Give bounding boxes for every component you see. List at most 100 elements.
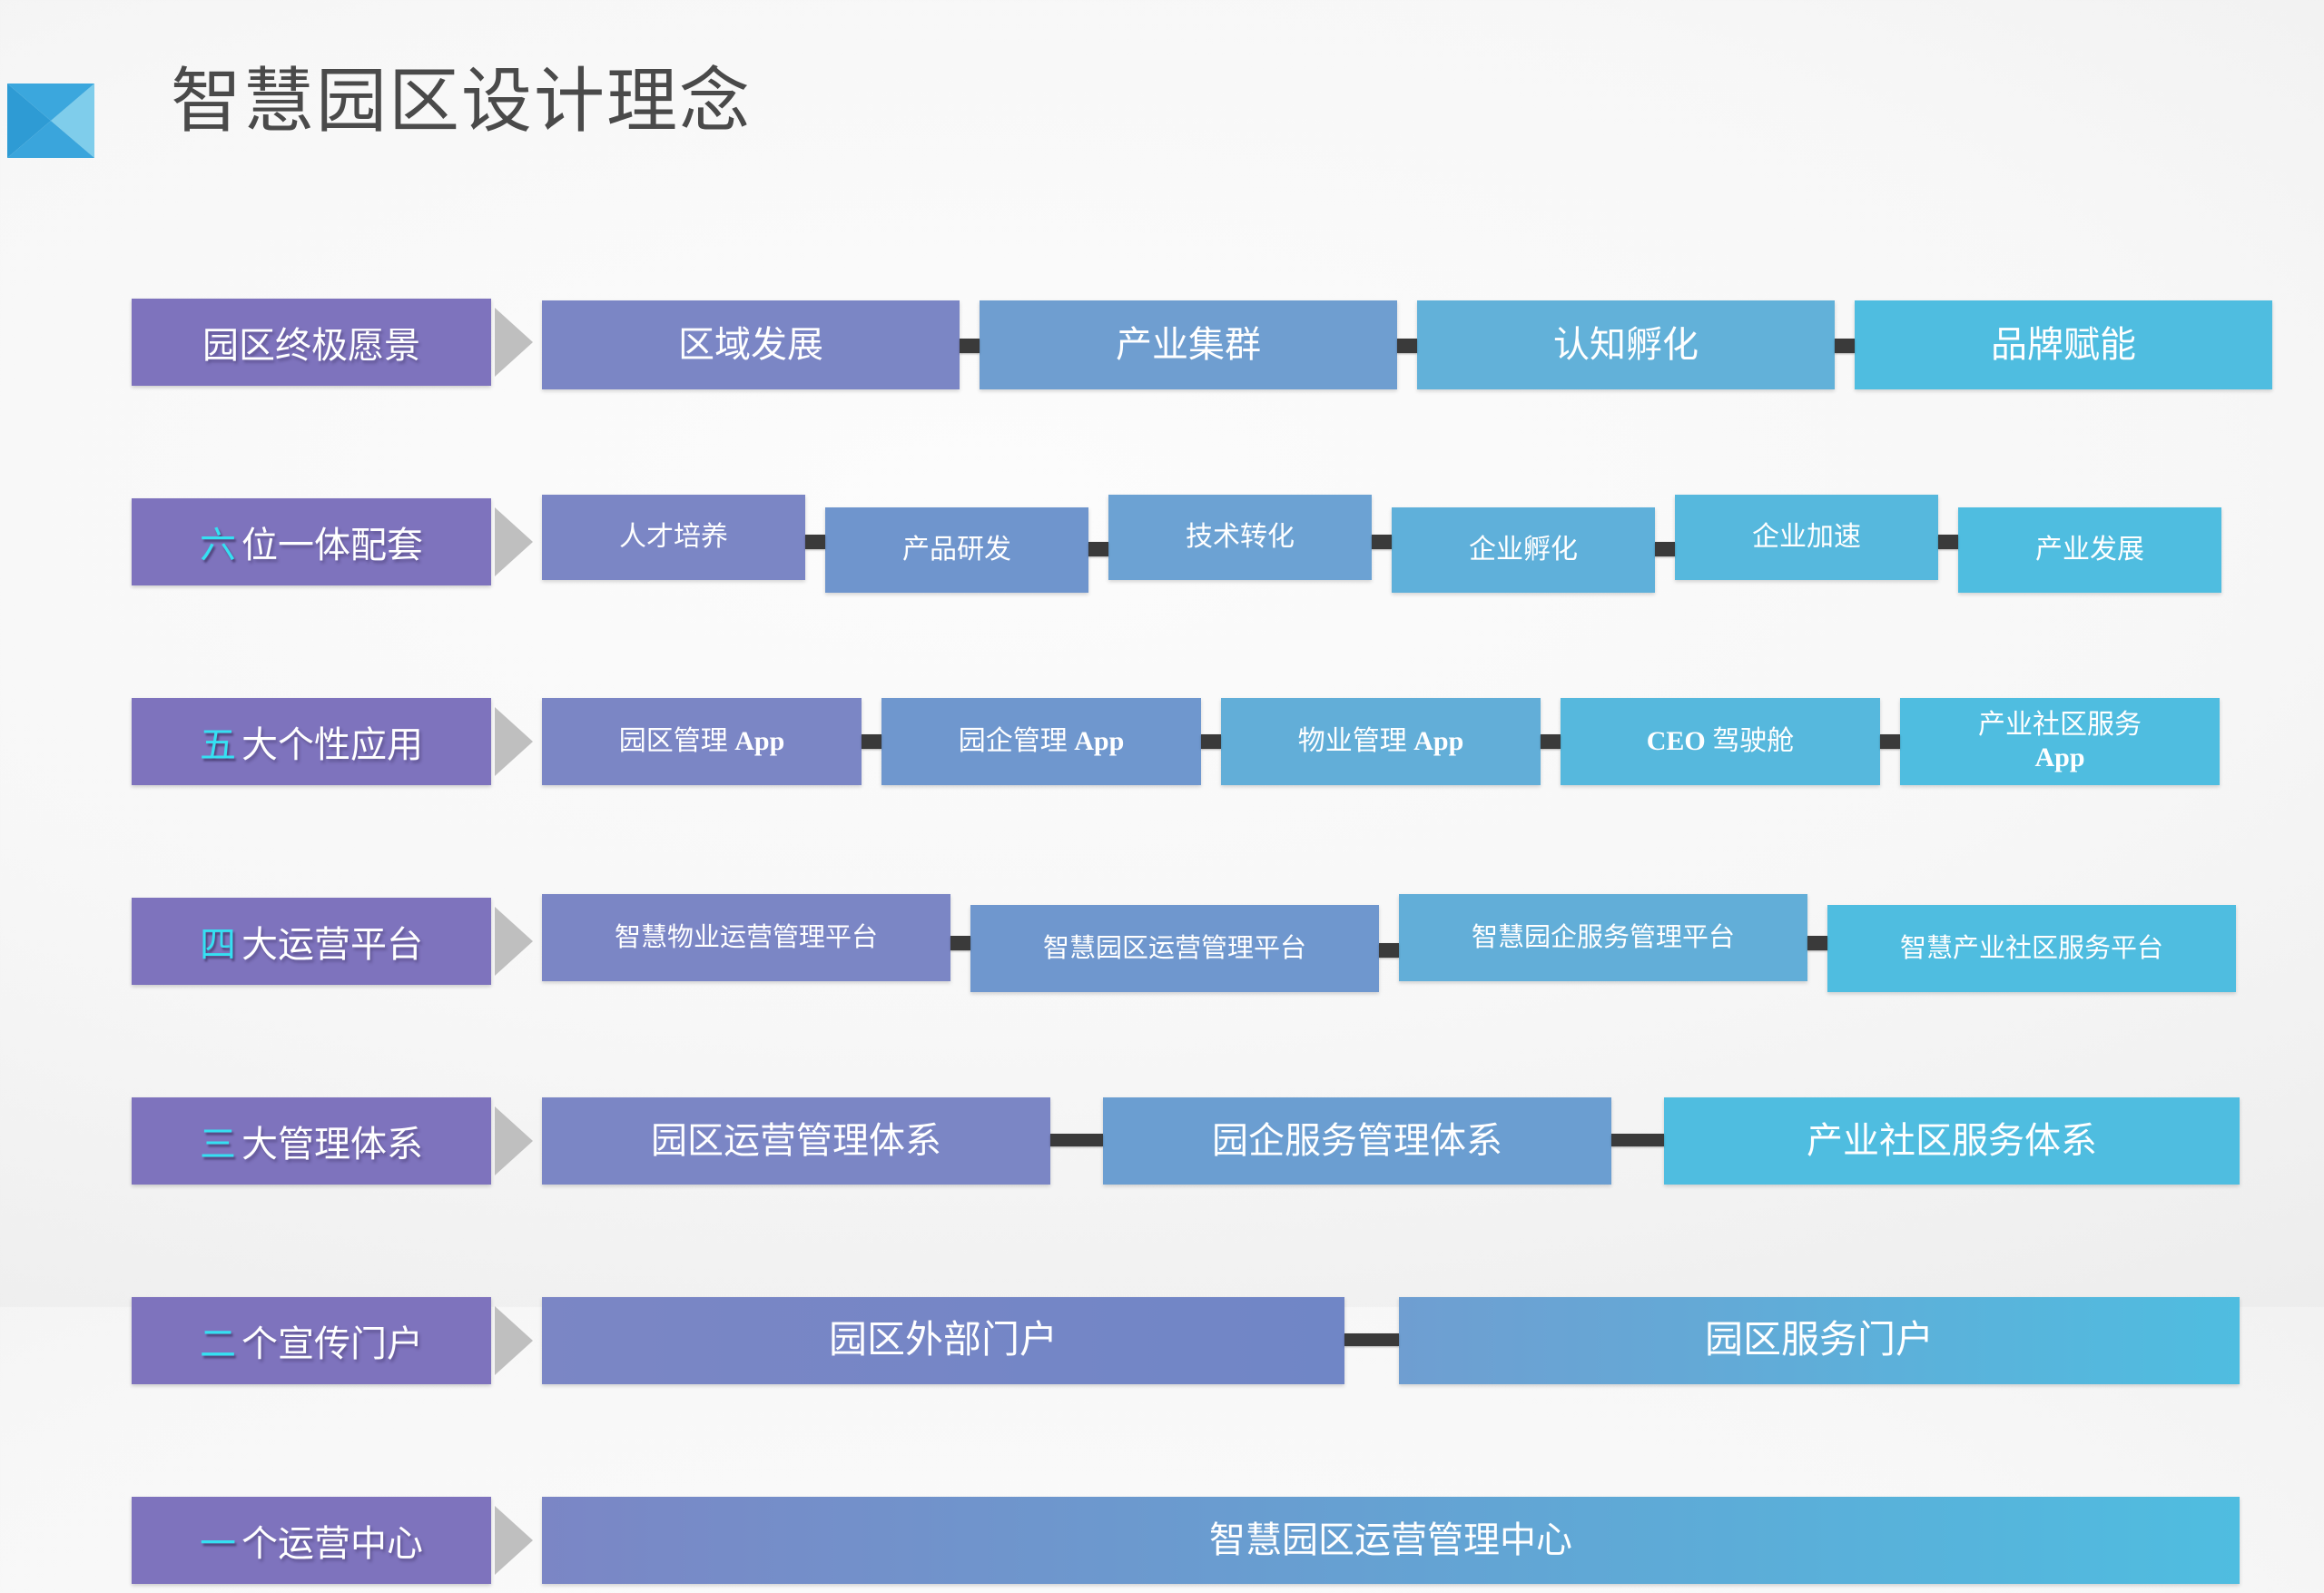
box-connector	[1807, 936, 1827, 950]
diagram-box[interactable]: 物业管理 App	[1221, 698, 1541, 785]
box-connector	[1050, 1134, 1103, 1146]
chevron-right-icon	[495, 308, 533, 377]
chevron-right-icon	[495, 1506, 533, 1575]
diagram-box-label: 产业社区服务体系	[1807, 1120, 2097, 1161]
diagram-box-label: 园企服务管理体系	[1212, 1120, 1502, 1161]
diagram-box[interactable]: 产业集群	[980, 300, 1397, 389]
row-label-text: 大个性应用	[241, 724, 423, 765]
row-label-text: 个运营中心	[241, 1523, 423, 1564]
box-connector	[1088, 542, 1108, 556]
diagram-box[interactable]: 园企管理 App	[881, 698, 1201, 785]
chevron-right-icon	[495, 1306, 533, 1375]
diagram-row: 一个运营中心智慧园区运营管理中心	[132, 1493, 2240, 1593]
diagram-box-label: 认知孵化	[1553, 324, 1699, 365]
diagram-box[interactable]: CEO 驾驶舱	[1561, 698, 1880, 785]
diagram-row: 园区终极愿景 区域发展 产业集群 认知孵化 品牌赋能	[132, 295, 2272, 395]
box-connector	[862, 734, 881, 749]
diagram-box[interactable]: 产业发展	[1958, 507, 2221, 593]
box-connector	[1655, 542, 1675, 556]
chevron-right-icon	[495, 507, 533, 576]
box-connector	[1372, 535, 1392, 549]
diagram-box-label: 品牌赋能	[1991, 324, 2136, 365]
diagram-box-label: 物业管理 App	[1297, 726, 1464, 756]
slide-header: 智慧园区设计理念	[0, 0, 2324, 209]
diagram-box[interactable]: 认知孵化	[1417, 300, 1835, 389]
row-label-number: 四	[200, 924, 236, 965]
diagram-box[interactable]: 园区运营管理体系	[542, 1097, 1050, 1185]
diagram-box[interactable]: 园企服务管理体系	[1103, 1097, 1611, 1185]
box-connector	[1541, 734, 1561, 749]
row-boxes: 园区运营管理体系 园企服务管理体系 产业社区服务体系	[542, 1094, 2240, 1194]
diagram-box-label: 区域发展	[678, 324, 823, 365]
diagram-box[interactable]: 智慧产业社区服务平台	[1827, 905, 2236, 992]
diagram-row: 六位一体配套 人才培养 产品研发 技术转化 企业孵化 企业加速 产业发展	[132, 495, 2221, 595]
diagram-box[interactable]: 区域发展	[542, 300, 960, 389]
box-connector	[1379, 943, 1399, 958]
diagram-box-label: 园区管理 App	[618, 726, 785, 756]
diagram-box-label: 产品研发	[902, 535, 1011, 565]
page-title: 智慧园区设计理念	[171, 62, 753, 141]
chevron-right-icon	[495, 1106, 533, 1175]
diagram-row: 四大运营平台 智慧物业运营管理平台 智慧园区运营管理平台 智慧园企服务管理平台 智慧产业…	[132, 894, 2236, 994]
box-connector	[950, 936, 970, 950]
row-label-chip[interactable]: 一个运营中心	[132, 1497, 491, 1584]
row-boxes: 人才培养 产品研发 技术转化 企业孵化 企业加速 产业发展	[542, 495, 2221, 595]
row-label-text: 园区终极愿景	[202, 325, 420, 366]
box-connector	[1880, 734, 1900, 749]
row-label-chip[interactable]: 六位一体配套	[132, 498, 491, 585]
box-connector	[805, 535, 825, 549]
row-label-chip[interactable]: 五大个性应用	[132, 698, 491, 785]
pyramid-diagram: 园区终极愿景 区域发展 产业集群 认知孵化 品牌赋能六位一体配套 人才培养 产品研发 技术转化…	[132, 295, 2272, 1593]
diagram-box-label: 技术转化	[1186, 522, 1295, 552]
box-connector	[1201, 734, 1221, 749]
row-label-chip[interactable]: 三大管理体系	[132, 1097, 491, 1185]
diagram-box-label: 智慧园企服务管理平台	[1471, 922, 1735, 952]
diagram-box[interactable]: 品牌赋能	[1855, 300, 2272, 389]
diagram-box-label: 园区服务门户	[1704, 1319, 1934, 1362]
diagram-box-label: 产业集群	[1116, 324, 1261, 365]
diagram-box[interactable]: 园区管理 App	[542, 698, 862, 785]
diagram-row: 五大个性应用 园区管理 App 园企管理 App 物业管理 App CEO 驾驶舱 产业社…	[132, 694, 2220, 794]
diagram-box-label: 智慧物业运营管理平台	[614, 922, 878, 952]
row-label-chip[interactable]: 园区终极愿景	[132, 299, 491, 386]
diagram-box[interactable]: 企业加速	[1675, 495, 1938, 580]
row-boxes: 智慧园区运营管理中心	[542, 1493, 2240, 1593]
diagram-box-label: 园区外部门户	[828, 1319, 1058, 1362]
diagram-box-label: 智慧园区运营管理平台	[1042, 933, 1306, 963]
row-label-text: 个宣传门户	[241, 1323, 423, 1364]
box-connector	[1835, 339, 1855, 353]
diagram-box[interactable]: 智慧园企服务管理平台	[1399, 894, 1807, 981]
row-label-chip[interactable]: 二个宣传门户	[132, 1297, 491, 1384]
row-boxes: 区域发展 产业集群 认知孵化 品牌赋能	[542, 295, 2272, 395]
diagram-box[interactable]: 企业孵化	[1392, 507, 1655, 593]
row-label-chip[interactable]: 四大运营平台	[132, 898, 491, 985]
diagram-box-label: 园区运营管理体系	[651, 1120, 941, 1161]
row-label-number: 一	[200, 1523, 236, 1564]
diagram-box[interactable]: 智慧物业运营管理平台	[542, 894, 950, 981]
diagram-box[interactable]: 智慧园区运营管理中心	[542, 1497, 2240, 1584]
chevron-right-icon	[495, 907, 533, 976]
diagram-box-label: 人才培养	[619, 522, 728, 552]
diagram-box-label: CEO 驾驶舱	[1646, 726, 1795, 756]
diagram-box[interactable]: 产业社区服务体系	[1664, 1097, 2240, 1185]
diagram-box-label: 企业加速	[1752, 522, 1861, 552]
diagram-box[interactable]: 智慧园区运营管理平台	[970, 905, 1379, 992]
row-label-text: 位一体配套	[241, 525, 423, 565]
row-label-number: 三	[200, 1124, 236, 1165]
row-label-text: 大运营平台	[241, 924, 423, 965]
box-connector	[960, 339, 980, 353]
diagram-box[interactable]: 技术转化	[1108, 495, 1372, 580]
diagram-box[interactable]: 人才培养	[542, 495, 805, 580]
row-boxes: 园区外部门户 园区服务门户	[542, 1293, 2240, 1393]
diagram-box[interactable]: 园区外部门户	[542, 1297, 1344, 1384]
diagram-box-label: 企业孵化	[1469, 535, 1578, 565]
diagram-box[interactable]: 产品研发	[825, 507, 1088, 593]
diagram-box[interactable]: 园区服务门户	[1399, 1297, 2240, 1384]
box-connector	[1344, 1333, 1399, 1346]
row-label-text: 大管理体系	[241, 1124, 423, 1165]
row-boxes: 智慧物业运营管理平台 智慧园区运营管理平台 智慧园企服务管理平台 智慧产业社区服务平台	[542, 894, 2236, 994]
row-label-number: 二	[200, 1323, 236, 1364]
